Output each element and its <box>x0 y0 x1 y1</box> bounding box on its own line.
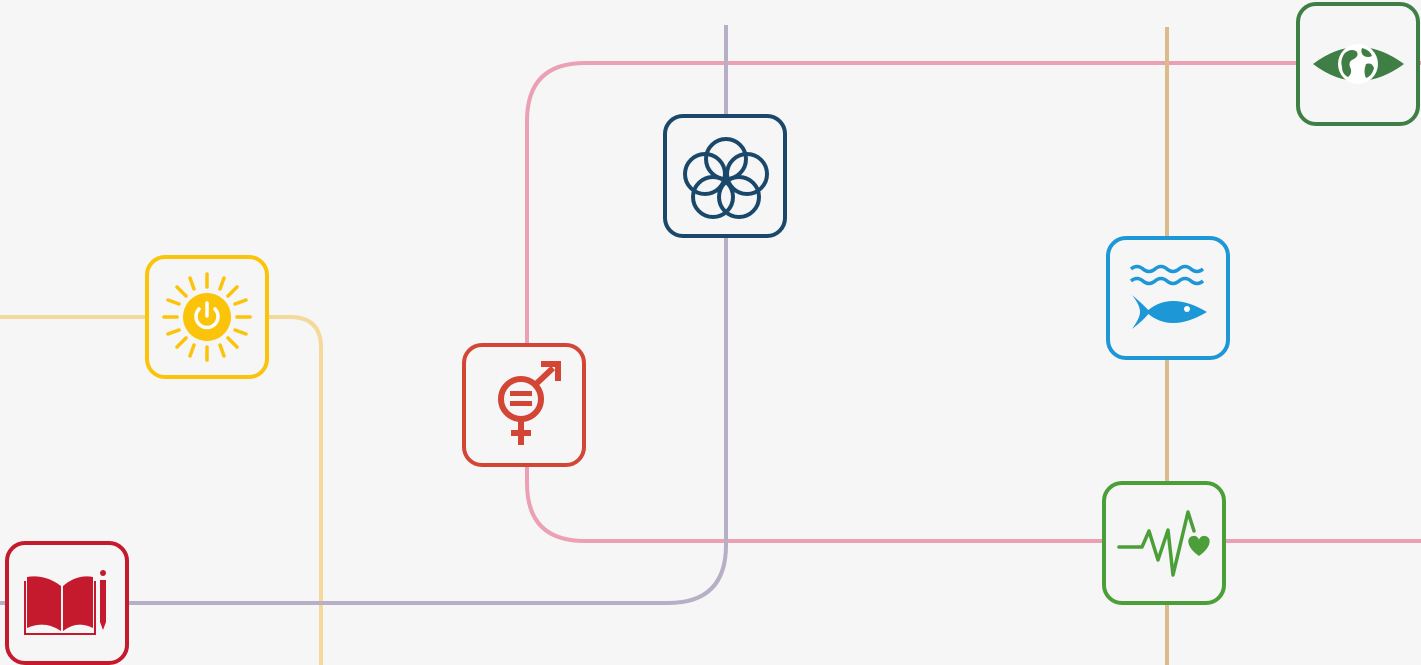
node-good-health[interactable] <box>1102 481 1226 605</box>
sun-power-icon <box>162 272 252 362</box>
connector-purple <box>0 25 728 605</box>
gender-equality-icon <box>498 361 561 445</box>
connector-yellow <box>0 315 323 665</box>
connector-pink <box>525 61 1421 543</box>
fish-waves-icon <box>1129 264 1207 329</box>
book-pencil-icon <box>24 570 106 635</box>
heartbeat-heart-icon <box>1117 510 1210 577</box>
node-gender-equality[interactable] <box>462 343 586 467</box>
node-climate-action[interactable] <box>1296 2 1420 126</box>
node-quality-education[interactable] <box>5 541 129 665</box>
interlocking-circles-icon <box>683 137 769 219</box>
eye-globe-icon <box>1313 44 1404 84</box>
node-life-below-water[interactable] <box>1106 236 1230 360</box>
node-energy[interactable] <box>145 255 269 379</box>
node-partnership[interactable] <box>663 114 787 238</box>
